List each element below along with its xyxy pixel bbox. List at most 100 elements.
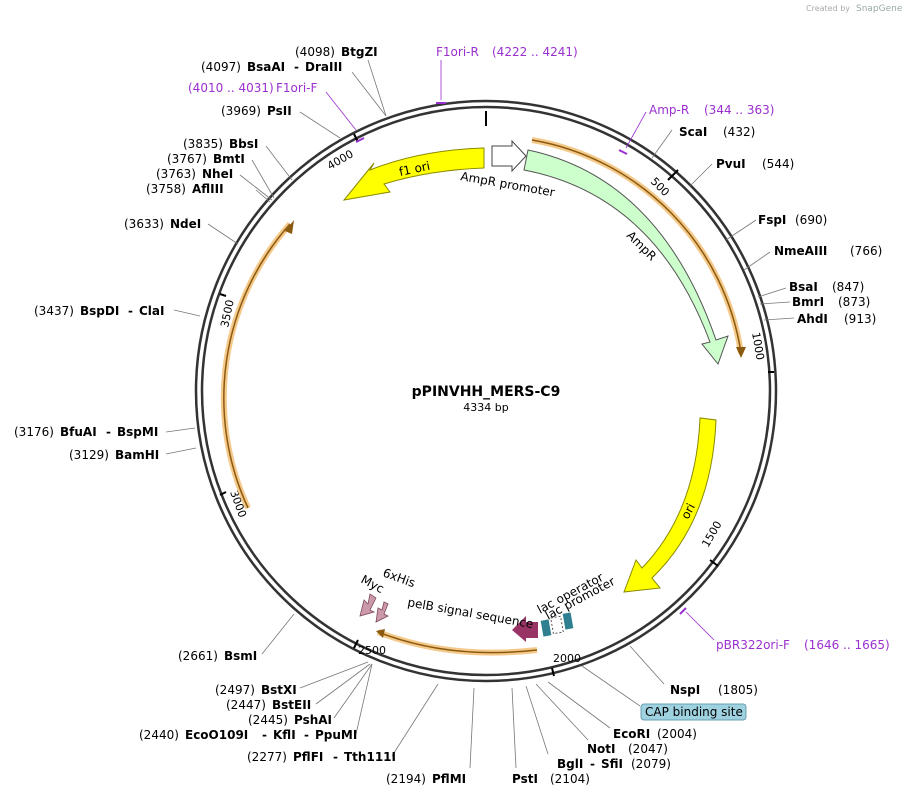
enzyme-bsaai-name2: DraIII (305, 60, 342, 74)
enzyme-bmri-pos: (873) (838, 295, 870, 309)
enzyme-bbsi-pos: (3835) (183, 137, 223, 151)
tick-label-1500: 1500 (699, 519, 724, 550)
enzyme-bgli-name: BglI (557, 757, 583, 771)
leader-cap (581, 665, 641, 707)
primer-f1ori-f-leader (325, 91, 357, 131)
enzyme-nhei-pos: (3763) (156, 167, 196, 181)
leader-ecoo109i (355, 663, 373, 735)
plasmid-name: pPINVHH_MERS-C9 (412, 384, 561, 400)
enzyme-pflfi-sep: - (333, 750, 338, 764)
enzyme-bspdi-name: BspDI (80, 304, 119, 318)
enzyme-labels-right: ScaI (432) PvuI (544) FspI (690) NmeAIII… (679, 125, 882, 326)
primer-amp-r-name: Amp-R (649, 103, 689, 117)
enzyme-bsai-pos: (847) (832, 280, 864, 294)
ampr-arrow (523, 149, 729, 366)
enzyme-bmti-name: BmtI (213, 152, 245, 166)
enzyme-ahdi-name: AhdI (797, 312, 828, 326)
primer-f1ori-f-name: F1ori-F (276, 81, 317, 95)
enzyme-bgli-name2: SfiI (601, 757, 623, 771)
enzyme-ecori-name: EcoRI (613, 727, 650, 741)
enzyme-bsai-name: BsaI (789, 280, 818, 294)
primer-amp-r-range: (344 .. 363) (704, 103, 774, 117)
ori-arrow (623, 417, 717, 593)
enzyme-fspi-name: FspI (758, 213, 786, 227)
leader-scai (651, 129, 673, 159)
leader-pvui (689, 163, 713, 187)
ori-label: ori (678, 501, 698, 521)
tick-label-2500: 2500 (358, 644, 386, 657)
enzyme-bstxi-pos: (2497) (215, 683, 255, 697)
enzyme-bspdi-pos: (3437) (34, 304, 74, 318)
enzyme-psi-name: PsII (267, 104, 292, 118)
leader-noti (535, 683, 589, 741)
enzyme-bfuai-name: BfuAI (60, 425, 97, 439)
enzyme-pflfi-name2: Tth111I (344, 750, 396, 764)
tick-1500 (709, 559, 719, 567)
primer-f1ori-r-range: (4222 .. 4241) (492, 45, 578, 59)
lac-promoter-box (562, 612, 574, 630)
enzyme-pshai-pos: (2445) (248, 713, 288, 727)
leader-nspi (629, 645, 665, 685)
enzyme-btgzi-pos: (4098) (295, 45, 335, 59)
leader-ecori (547, 681, 611, 729)
cap-binding-site-label: CAP binding site (645, 705, 743, 719)
leader-bsaai (351, 71, 387, 117)
enzyme-afliii-name: AflIII (192, 182, 224, 196)
his-label: 6xHis (381, 566, 417, 591)
enzyme-ecori-pos: (2004) (657, 727, 697, 741)
enzyme-bsmi-name: BsmI (224, 649, 257, 663)
enzyme-ndei-name: NdeI (170, 217, 201, 231)
enzyme-bgli-sep: - (590, 757, 595, 771)
tick-3000 (219, 491, 227, 496)
enzyme-scai-name: ScaI (679, 125, 707, 139)
tick-2000 (551, 667, 555, 677)
enzyme-bfuai-name2: BspMI (117, 425, 158, 439)
leader-bmti (251, 159, 275, 199)
enzyme-noti-name: NotI (587, 742, 616, 756)
leader-bfuai (165, 427, 196, 433)
orf-left-arrowhead (285, 220, 294, 234)
enzyme-bsteii-pos: (2447) (226, 698, 266, 712)
credit-brand: SnapGene (856, 4, 903, 14)
enzyme-bmti-pos: (3767) (167, 152, 207, 166)
orf-amp (531, 139, 742, 354)
enzyme-psti-pos: (2104) (550, 772, 590, 786)
leader-bspdi (173, 309, 201, 317)
enzyme-pflfi-pos: (2277) (247, 750, 287, 764)
leader-bsteii (315, 663, 371, 705)
orf-amp-arrowhead (736, 347, 746, 358)
cap-binding-site-badge (640, 703, 747, 721)
ampr-promoter-arrow (491, 139, 527, 173)
tick-label-4000: 4000 (325, 147, 356, 172)
enzyme-ecoo109i-sep2: - (304, 728, 309, 742)
enzyme-pvui-name: PvuI (716, 157, 746, 171)
enzyme-psi-pos: (3969) (221, 104, 261, 118)
primer-amp-r-leader (625, 111, 647, 149)
enzyme-afliii-pos: (3758) (146, 182, 186, 196)
enzyme-bbsi-name: BbsI (229, 137, 258, 151)
enzyme-bamhi-pos: (3129) (69, 448, 109, 462)
leader-bgli (525, 685, 549, 755)
enzyme-pflmi-name: PflMI (432, 772, 466, 786)
orf-insert-arrowhead (376, 629, 385, 638)
enzyme-ecoo109i-sep1: - (262, 728, 267, 742)
primer-amp-r-mark (618, 149, 628, 155)
f1-ori-label: f1 ori (398, 159, 432, 179)
enzyme-bamhi-name: BamHI (115, 448, 159, 462)
pelb-label: pelB signal sequence (406, 595, 534, 631)
enzyme-bsaai-name: BsaAI (247, 60, 285, 74)
leader-psi (299, 111, 341, 139)
enzyme-bsmi-pos: (2661) (178, 649, 218, 663)
leader-afliii (255, 189, 271, 203)
leader-nhei (239, 174, 273, 201)
enzyme-ecoo109i-name3: PpuMI (315, 728, 357, 742)
enzyme-bsaai-pos: (4097) (201, 60, 241, 74)
primer-pbr-mark (679, 607, 687, 615)
enzyme-nmeaiii-pos: (766) (850, 244, 882, 258)
enzyme-bsteii-name: BstEII (272, 698, 311, 712)
plasmid-size: 4334 bp (463, 401, 508, 414)
tick-500 (667, 169, 679, 181)
f1-ori-arrow (342, 147, 485, 201)
enzyme-ndei-pos: (3633) (124, 217, 164, 231)
orf-left-halo (220, 222, 293, 510)
